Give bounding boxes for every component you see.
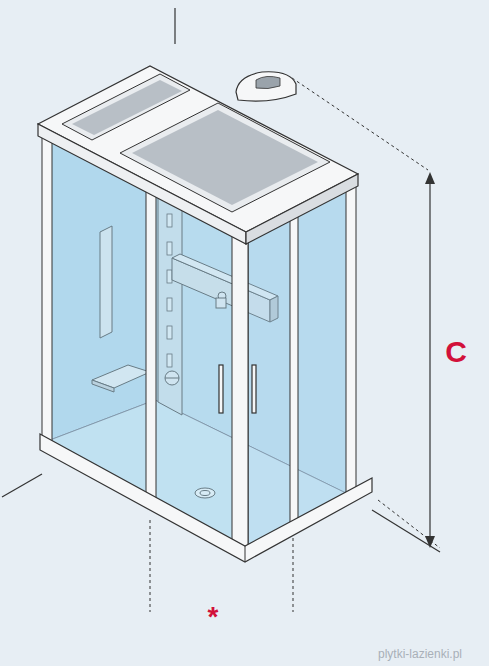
dimension-label: C	[445, 337, 467, 367]
base	[40, 434, 372, 562]
dimension-arrow	[425, 172, 435, 548]
watermark: plytki-lazienki.pl	[378, 648, 462, 660]
door-handles	[219, 365, 256, 413]
side-glass	[248, 183, 350, 552]
wall-lines	[2, 8, 440, 552]
roof-panel	[120, 103, 330, 212]
fan-unit	[236, 72, 296, 101]
footnote-mark: *	[208, 603, 219, 631]
